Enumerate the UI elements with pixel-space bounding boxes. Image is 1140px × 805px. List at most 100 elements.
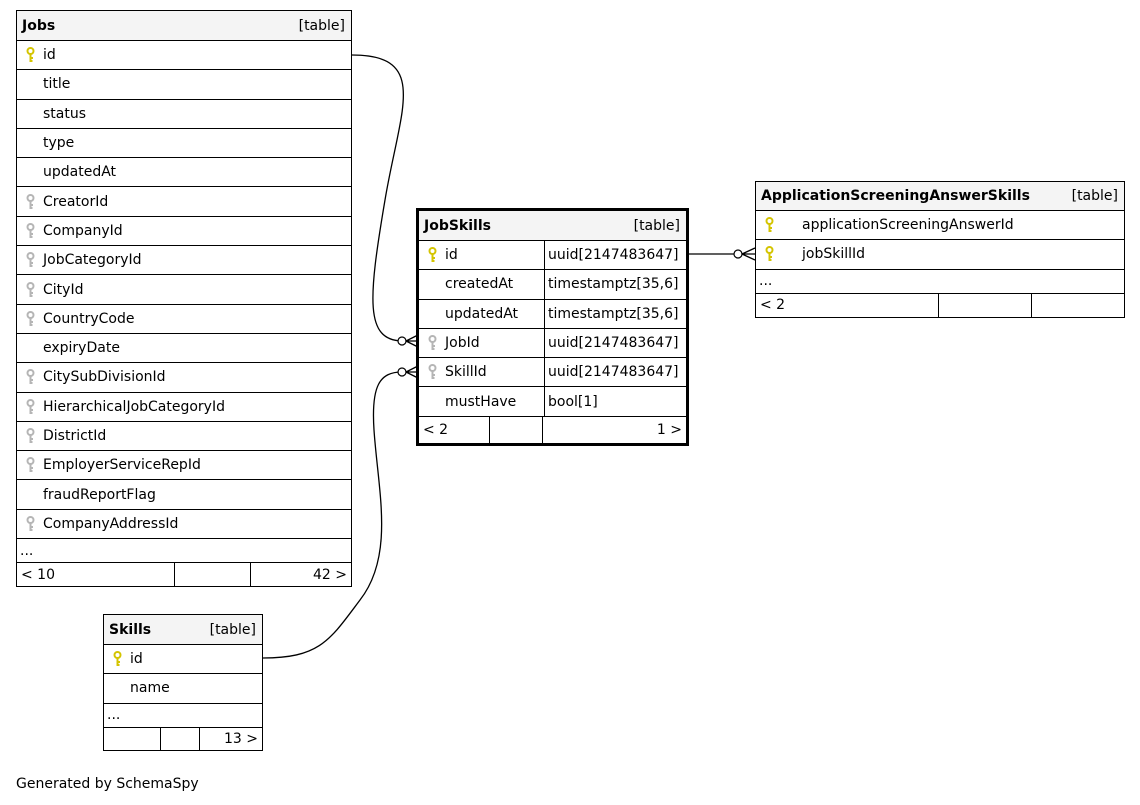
column-row[interactable]: updatedAt <box>17 158 351 188</box>
column-name-cell: createdAt <box>419 270 544 298</box>
column-name-cell: JobId <box>419 329 544 357</box>
column-name-cell: id <box>17 41 56 69</box>
table-kind: [table] <box>298 17 345 34</box>
column-name-cell: CityId <box>17 275 83 303</box>
table-skills[interactable]: Skills [table] id name ... 13 > <box>103 614 263 751</box>
column-name-cell: EmployerServiceRepId <box>17 451 201 479</box>
column-name: JobCategoryId <box>43 252 142 269</box>
edge-jobskills-appscreening-crowfoot <box>741 247 756 261</box>
row-count <box>489 416 542 443</box>
column-name: CityId <box>43 281 84 298</box>
column-row[interactable]: applicationScreeningAnswerId <box>756 211 1124 241</box>
column-row[interactable]: CompanyAddressId <box>17 510 351 540</box>
more-columns-ellipsis: ... <box>756 270 1124 294</box>
table-application-screening-answer-skills[interactable]: ApplicationScreeningAnswerSkills [table]… <box>755 181 1125 318</box>
column-row[interactable]: title <box>17 70 351 100</box>
column-name: jobSkillId <box>802 246 866 263</box>
foreign-key-icon <box>26 398 35 414</box>
column-name-cell: updatedAt <box>419 300 544 328</box>
child-count[interactable]: 1 > <box>542 416 686 443</box>
column-name-cell: title <box>17 70 70 98</box>
foreign-key-icon <box>26 281 35 297</box>
column-row[interactable]: HierarchicalJobCategoryId <box>17 393 351 422</box>
column-name: updatedAt <box>445 305 519 322</box>
column-row[interactable]: CreatorId <box>17 187 351 217</box>
table-footer: < 2 <box>756 293 1124 317</box>
foreign-key-icon <box>428 364 437 380</box>
primary-key-icon <box>765 246 774 262</box>
child-count[interactable]: 42 > <box>250 563 351 587</box>
row-count <box>938 293 1031 317</box>
parent-count[interactable]: < 2 <box>423 421 449 438</box>
column-name-cell: DistrictId <box>17 422 106 450</box>
table-kind: [table] <box>209 621 256 638</box>
column-name: id <box>43 47 56 64</box>
column-name-cell: status <box>17 100 86 128</box>
column-type: timestamptz[35,6] <box>544 299 686 328</box>
child-count[interactable] <box>1031 293 1124 317</box>
column-row[interactable]: CitySubDivisionId <box>17 363 351 393</box>
primary-key-icon <box>428 247 437 263</box>
column-name-cell: applicationScreeningAnswerId <box>756 211 1014 239</box>
table-name: Skills <box>109 621 152 638</box>
column-row[interactable]: name <box>104 674 262 704</box>
column-row[interactable]: updatedAt timestamptz[35,6] <box>419 299 686 329</box>
column-row[interactable]: id <box>104 645 262 675</box>
foreign-key-icon <box>26 457 35 473</box>
column-row[interactable]: CountryCode <box>17 305 351 334</box>
more-columns-ellipsis: ... <box>104 704 262 728</box>
table-name: JobSkills <box>424 217 491 234</box>
foreign-key-icon <box>26 222 35 238</box>
child-count[interactable]: 13 > <box>199 727 262 750</box>
column-row[interactable]: type <box>17 129 351 159</box>
column-row[interactable]: EmployerServiceRepId <box>17 451 351 481</box>
foreign-key-icon <box>26 252 35 268</box>
column-name: type <box>43 135 75 152</box>
column-name: DistrictId <box>43 428 107 444</box>
column-name: CompanyAddressId <box>43 515 179 532</box>
column-row[interactable]: DistrictId <box>17 422 351 452</box>
column-name: createdAt <box>445 276 514 293</box>
column-row[interactable]: CityId <box>17 275 351 305</box>
column-name: name <box>130 680 170 697</box>
parent-count[interactable] <box>104 728 160 750</box>
table-header: Skills [table] <box>104 615 262 645</box>
column-list: applicationScreeningAnswerId jobSkillId <box>756 211 1124 270</box>
primary-key-icon <box>113 651 122 667</box>
column-row[interactable]: JobCategoryId <box>17 246 351 276</box>
column-row[interactable]: expiryDate <box>17 334 351 364</box>
column-type: bool[1] <box>544 387 686 416</box>
edge-jobs-jobskills <box>351 54 405 342</box>
foreign-key-icon <box>26 193 35 209</box>
column-name: expiryDate <box>43 340 120 357</box>
column-row[interactable]: status <box>17 100 351 129</box>
parent-count[interactable]: < 2 <box>760 297 786 314</box>
column-type: uuid[2147483647] <box>544 328 686 358</box>
column-row[interactable]: jobSkillId <box>756 240 1124 270</box>
row-count <box>174 563 250 587</box>
table-name: ApplicationScreeningAnswerSkills <box>761 188 1030 204</box>
column-name: CompanyId <box>43 222 123 239</box>
column-name-cell: SkillId <box>419 358 544 386</box>
column-name-cell: type <box>17 129 74 157</box>
column-row[interactable]: fraudReportFlag <box>17 480 351 510</box>
column-name-cell: CountryCode <box>17 305 134 333</box>
table-kind: [table] <box>633 217 680 234</box>
table-header: Jobs [table] <box>17 11 351 41</box>
foreign-key-icon <box>26 369 35 385</box>
parent-count[interactable]: < 10 <box>21 566 55 583</box>
row-count <box>160 727 199 750</box>
column-name: EmployerServiceRepId <box>43 457 201 474</box>
column-row[interactable]: CompanyId <box>17 217 351 247</box>
column-name-cell: id <box>104 645 143 673</box>
column-row[interactable]: id <box>17 41 351 71</box>
primary-key-icon <box>26 47 35 63</box>
